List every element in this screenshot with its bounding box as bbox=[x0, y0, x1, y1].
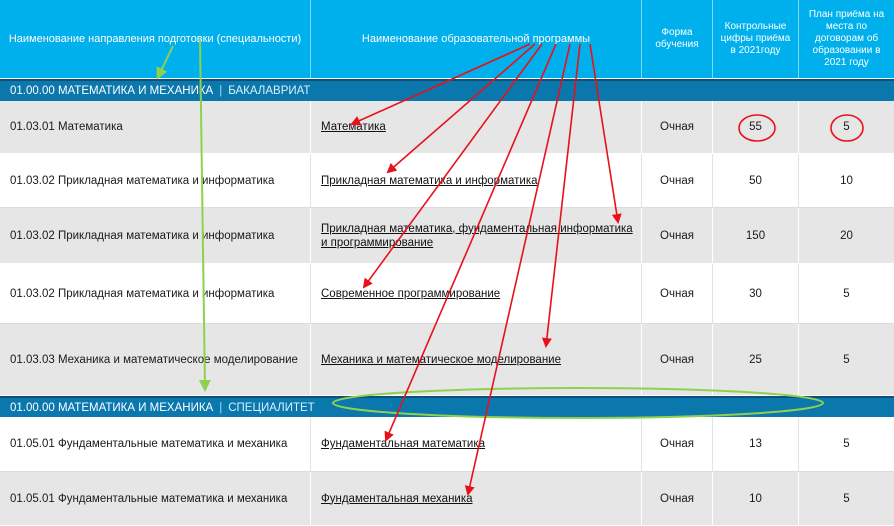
table-row: 01.05.01 Фундаментальные математика и ме… bbox=[0, 472, 894, 526]
program-cell: Математика bbox=[311, 101, 642, 154]
program-link[interactable]: Математика bbox=[321, 121, 386, 133]
header-form: Форма обучения bbox=[642, 0, 713, 79]
table-row: 01.05.01 Фундаментальные математика и ме… bbox=[0, 417, 894, 472]
table-row: 01.03.01 Математика Математика Очная 55 … bbox=[0, 101, 894, 154]
program-link[interactable]: Прикладная математика, фундаментальная и… bbox=[321, 222, 633, 249]
section-separator: | bbox=[219, 401, 223, 414]
program-cell: Прикладная математика, фундаментальная и… bbox=[311, 208, 642, 264]
plan-cell: 5 bbox=[799, 324, 894, 396]
program-link[interactable]: Современное программирование bbox=[321, 287, 501, 300]
control-cell: 55 bbox=[713, 101, 799, 154]
control-cell: 50 bbox=[713, 154, 799, 208]
section-degree: БАКАЛАВРИАТ bbox=[228, 85, 311, 97]
program-link[interactable]: Механика и математическое моделирование bbox=[321, 353, 561, 366]
section-bachelor: 01.00.00 МАТЕМАТИКА И МЕХАНИКА | БАКАЛАВ… bbox=[0, 79, 894, 101]
control-cell: 150 bbox=[713, 208, 799, 264]
form-cell: Очная bbox=[642, 154, 713, 208]
header-control-numbers: Контрольные цифры приёма в 2021году bbox=[713, 0, 799, 79]
plan-cell: 5 bbox=[799, 101, 894, 154]
plan-cell: 5 bbox=[799, 417, 894, 472]
program-cell: Механика и математическое моделирование bbox=[311, 324, 642, 396]
direction-cell: 01.03.02 Прикладная математика и информа… bbox=[0, 208, 311, 264]
plan-cell: 5 bbox=[799, 264, 894, 324]
program-link[interactable]: Прикладная математика и информатика bbox=[321, 174, 538, 187]
table-header: Наименование направления подготовки (спе… bbox=[0, 0, 894, 79]
form-cell: Очная bbox=[642, 208, 713, 264]
form-cell: Очная bbox=[642, 324, 713, 396]
program-cell: Прикладная математика и информатика bbox=[311, 154, 642, 208]
direction-cell: 01.03.02 Прикладная математика и информа… bbox=[0, 264, 311, 324]
control-cell: 30 bbox=[713, 264, 799, 324]
program-cell: Фундаментальная механика bbox=[311, 472, 642, 526]
form-cell: Очная bbox=[642, 417, 713, 472]
header-contract-plan: План приёма на места по договорам об обр… bbox=[799, 0, 894, 79]
table-row: 01.03.02 Прикладная математика и информа… bbox=[0, 208, 894, 264]
plan-cell: 20 bbox=[799, 208, 894, 264]
form-cell: Очная bbox=[642, 101, 713, 154]
section-degree: СПЕЦИАЛИТЕТ bbox=[228, 401, 315, 414]
table-row: 01.03.02 Прикладная математика и информа… bbox=[0, 154, 894, 208]
plan-cell: 10 bbox=[799, 154, 894, 208]
program-link[interactable]: Фундаментальная механика bbox=[321, 492, 473, 505]
direction-cell: 01.05.01 Фундаментальные математика и ме… bbox=[0, 472, 311, 526]
plan-cell: 5 bbox=[799, 472, 894, 526]
section-title: 01.00.00 МАТЕМАТИКА И МЕХАНИКА bbox=[10, 401, 214, 414]
table-row: 01.03.02 Прикладная математика и информа… bbox=[0, 264, 894, 324]
table-row: 01.03.03 Механика и математическое модел… bbox=[0, 324, 894, 396]
control-cell: 13 bbox=[713, 417, 799, 472]
control-cell: 25 bbox=[713, 324, 799, 396]
header-program: Наименование образовательной программы bbox=[311, 0, 642, 79]
direction-cell: 01.05.01 Фундаментальные математика и ме… bbox=[0, 417, 311, 472]
section-title: 01.00.00 МАТЕМАТИКА И МЕХАНИКА bbox=[10, 85, 214, 97]
program-cell: Современное программирование bbox=[311, 264, 642, 324]
header-direction: Наименование направления подготовки (спе… bbox=[0, 0, 311, 79]
program-cell: Фундаментальная математика bbox=[311, 417, 642, 472]
direction-cell: 01.03.02 Прикладная математика и информа… bbox=[0, 154, 311, 208]
form-cell: Очная bbox=[642, 472, 713, 526]
direction-cell: 01.03.01 Математика bbox=[0, 101, 311, 154]
section-separator: | bbox=[219, 85, 223, 97]
direction-cell: 01.03.03 Механика и математическое модел… bbox=[0, 324, 311, 396]
program-link[interactable]: Фундаментальная математика bbox=[321, 438, 486, 450]
section-specialist: 01.00.00 МАТЕМАТИКА И МЕХАНИКА | СПЕЦИАЛ… bbox=[0, 396, 894, 417]
form-cell: Очная bbox=[642, 264, 713, 324]
control-cell: 10 bbox=[713, 472, 799, 526]
